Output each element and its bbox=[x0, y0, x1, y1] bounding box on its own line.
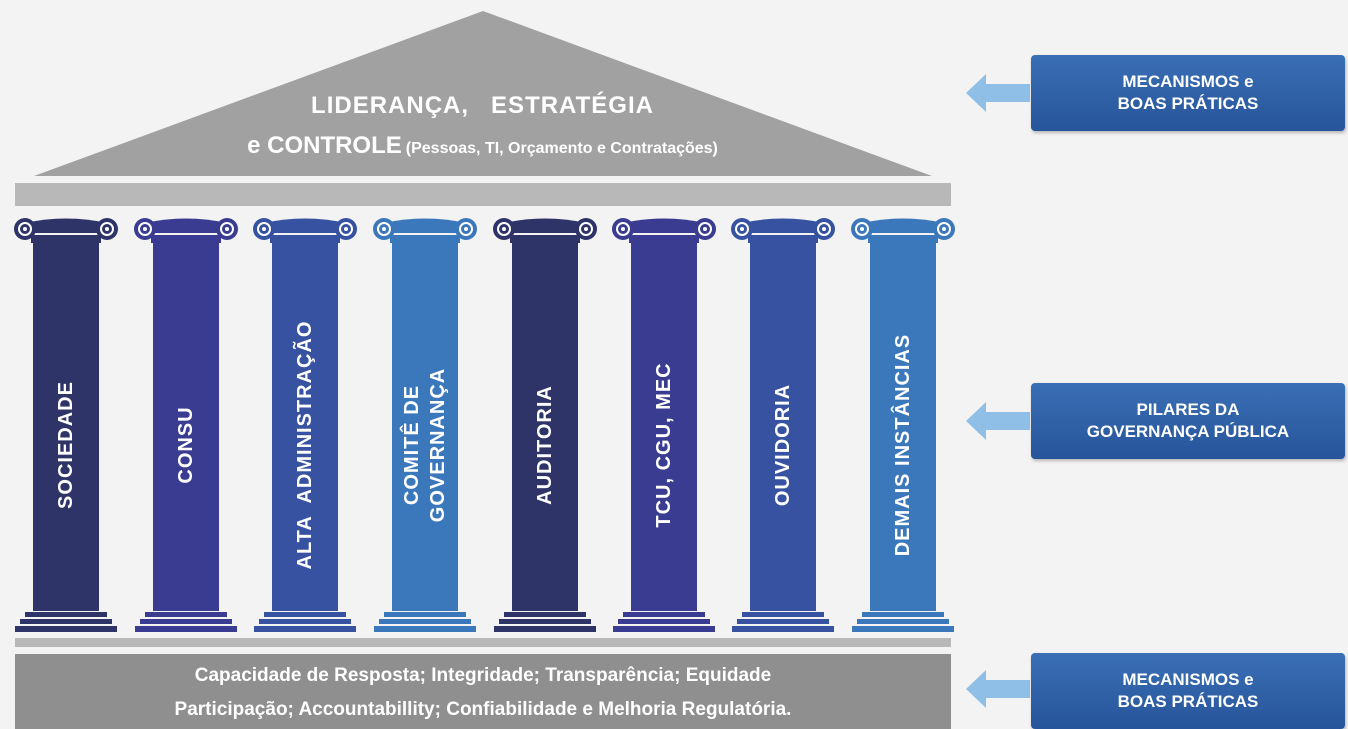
side-label-pilares: PILARES DA GOVERNANÇA PÚBLICA bbox=[1031, 383, 1345, 459]
pillar-shape bbox=[851, 218, 955, 632]
roof bbox=[34, 11, 932, 176]
pillar-shape bbox=[612, 218, 716, 632]
pillar-shape bbox=[493, 218, 597, 632]
pillar-label: DEMAIS INSTÂNCIAS bbox=[890, 334, 916, 557]
roof-subtitle-detail: (Pessoas, TI, Orçamento e Contratações) bbox=[405, 140, 718, 157]
roof-subtitle-main: e CONTROLE bbox=[247, 132, 402, 159]
foundation-line1: Capacidade de Resposta; Integridade; Tra… bbox=[194, 665, 772, 686]
pillar-ouvidoria: OUVIDORIA bbox=[728, 213, 838, 634]
side-label-line2: BOAS PRÁTICAS bbox=[1117, 94, 1259, 113]
pillar-label: COMITÊ DE GOVERNANÇA bbox=[399, 368, 451, 522]
pillar-demais-instancias: DEMAIS INSTÂNCIAS bbox=[848, 213, 958, 634]
pillar-label: TCU, CGU, MEC bbox=[651, 362, 677, 527]
pillar-consu: CONSU bbox=[131, 213, 241, 634]
pillar-alta-administracao: ALTA ADMINISTRAÇÃO bbox=[250, 213, 360, 634]
side-label-line1: PILARES DA bbox=[1136, 400, 1240, 419]
pillar-sociedade: SOCIEDADE bbox=[11, 213, 121, 634]
pillar-label: CONSU bbox=[173, 406, 199, 483]
side-label-line1: MECANISMOS e bbox=[1122, 670, 1254, 689]
pillar-tcu-cgu-mec: TCU, CGU, MEC bbox=[609, 213, 719, 634]
pillar-label-line: SOCIEDADE bbox=[55, 381, 77, 509]
pillar-auditoria: AUDITORIA bbox=[490, 213, 600, 634]
pillar-label: AUDITORIA bbox=[532, 385, 558, 505]
left-arrow-icon bbox=[966, 74, 1030, 112]
pillar-label-line: AUDITORIA bbox=[534, 385, 556, 505]
roof-title-part1: LIDERANÇA, bbox=[311, 92, 470, 119]
pillar-label-line: ALTA ADMINISTRAÇÃO bbox=[294, 320, 316, 570]
pillar-label-line: DEMAIS INSTÂNCIAS bbox=[892, 333, 914, 557]
pillar-shape bbox=[373, 218, 477, 632]
bottom-beam bbox=[15, 638, 951, 647]
pillar-label: ALTA ADMINISTRAÇÃO bbox=[292, 321, 318, 570]
side-label-line2: BOAS PRÁTICAS bbox=[1117, 692, 1259, 711]
pillar-shape bbox=[253, 218, 357, 632]
pillar-label-line: GOVERNANÇA bbox=[427, 367, 449, 523]
pillar-shape bbox=[14, 218, 118, 632]
pillar-comite-de-governanca: COMITÊ DE GOVERNANÇA bbox=[370, 213, 480, 634]
pillar-label-line: TCU, CGU, MEC bbox=[653, 362, 675, 528]
roof-title: LIDERANÇA, ESTRATÉGIA bbox=[120, 92, 845, 120]
pillar-label-line: CONSU bbox=[175, 406, 197, 484]
foundation: Capacidade de Resposta; Integridade; Tra… bbox=[15, 654, 951, 729]
pillar-shape bbox=[731, 218, 835, 632]
foundation-line2: Participação; Accountabillity; Confiabil… bbox=[174, 699, 792, 720]
pillar-label-line: COMITÊ DE bbox=[401, 384, 423, 506]
left-arrow-icon bbox=[966, 402, 1030, 440]
side-label-mecanismos-top: MECANISMOS e BOAS PRÁTICAS bbox=[1031, 55, 1345, 131]
pillar-shape bbox=[134, 218, 238, 632]
pillar-label: SOCIEDADE bbox=[53, 381, 79, 509]
roof-subtitle: e CONTROLE(Pessoas, TI, Orçamento e Cont… bbox=[120, 132, 845, 160]
roof-title-part2: ESTRATÉGIA bbox=[491, 92, 654, 119]
pillar-label-line: OUVIDORIA bbox=[772, 383, 794, 507]
side-label-mecanismos-bottom: MECANISMOS e BOAS PRÁTICAS bbox=[1031, 653, 1345, 729]
pillar-label: OUVIDORIA bbox=[770, 384, 796, 506]
left-arrow-icon bbox=[966, 670, 1030, 708]
side-label-line2: GOVERNANÇA PÚBLICA bbox=[1086, 422, 1290, 441]
top-beam bbox=[15, 183, 951, 206]
side-label-line1: MECANISMOS e bbox=[1122, 72, 1254, 91]
